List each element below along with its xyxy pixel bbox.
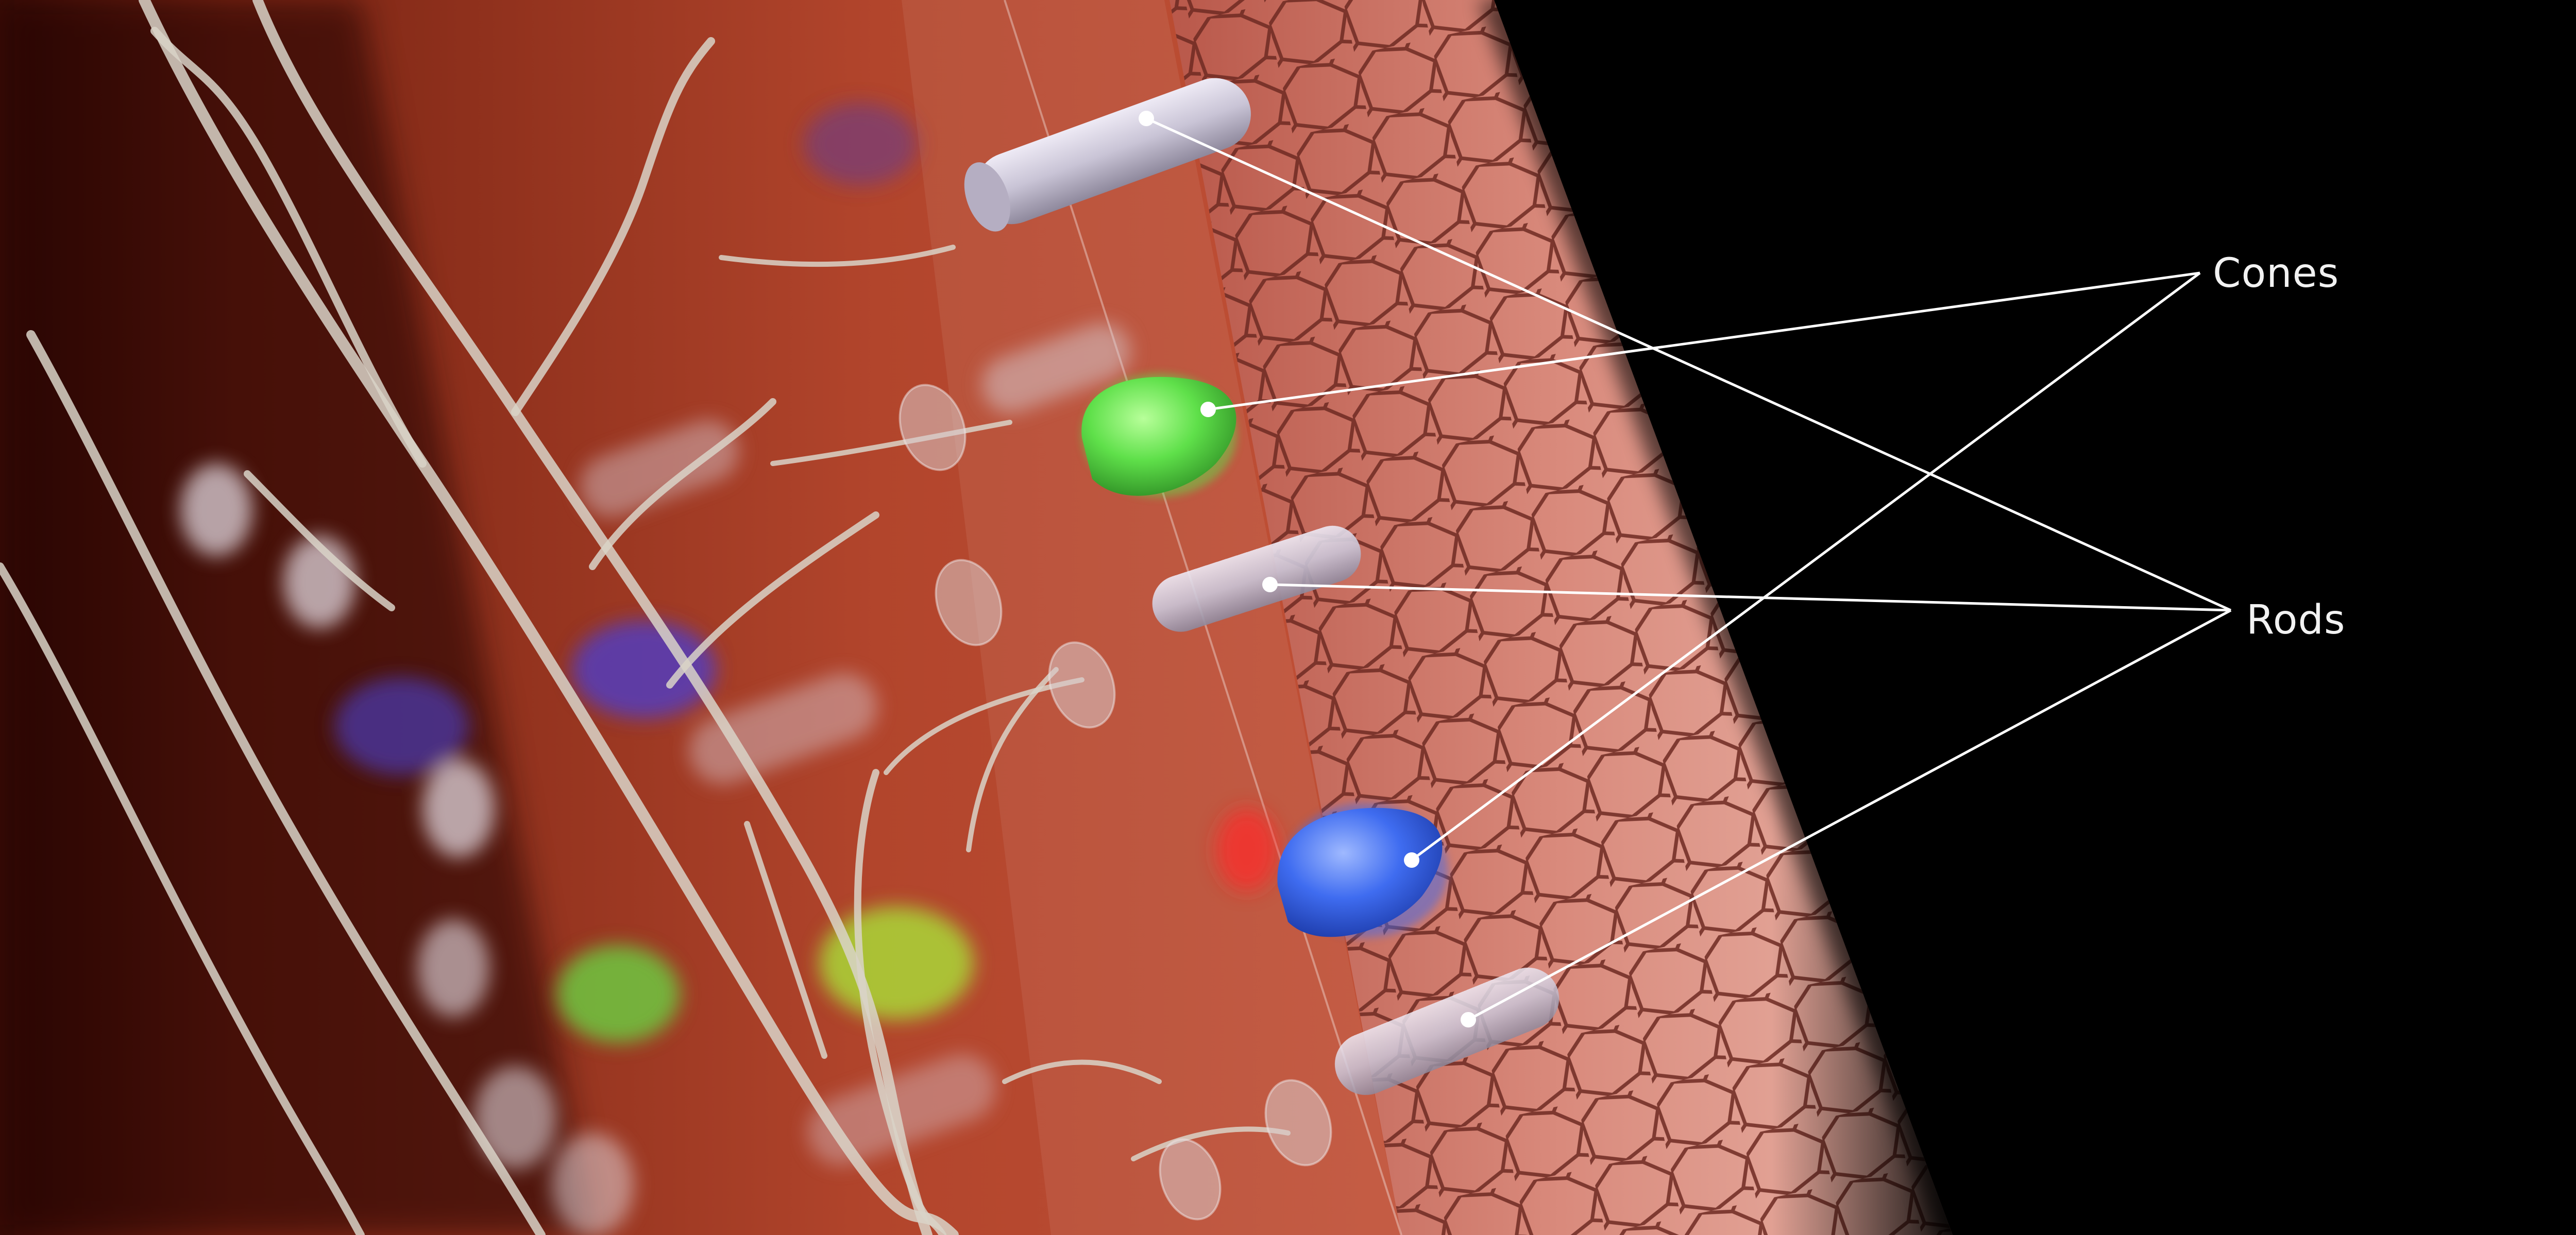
rods-label: Rods: [2246, 600, 2346, 640]
pointer-dot-rod-bottom: [1461, 1012, 1476, 1027]
pointer-dot-cone-blue: [1404, 852, 1419, 868]
pointer-dot-rod-middle: [1262, 577, 1278, 592]
cones-label: Cones: [2213, 253, 2339, 294]
cone-green: [1081, 373, 1236, 497]
pointer-dot-cone-green: [1200, 402, 1216, 417]
pointer-dot-rod-top: [1139, 111, 1154, 126]
